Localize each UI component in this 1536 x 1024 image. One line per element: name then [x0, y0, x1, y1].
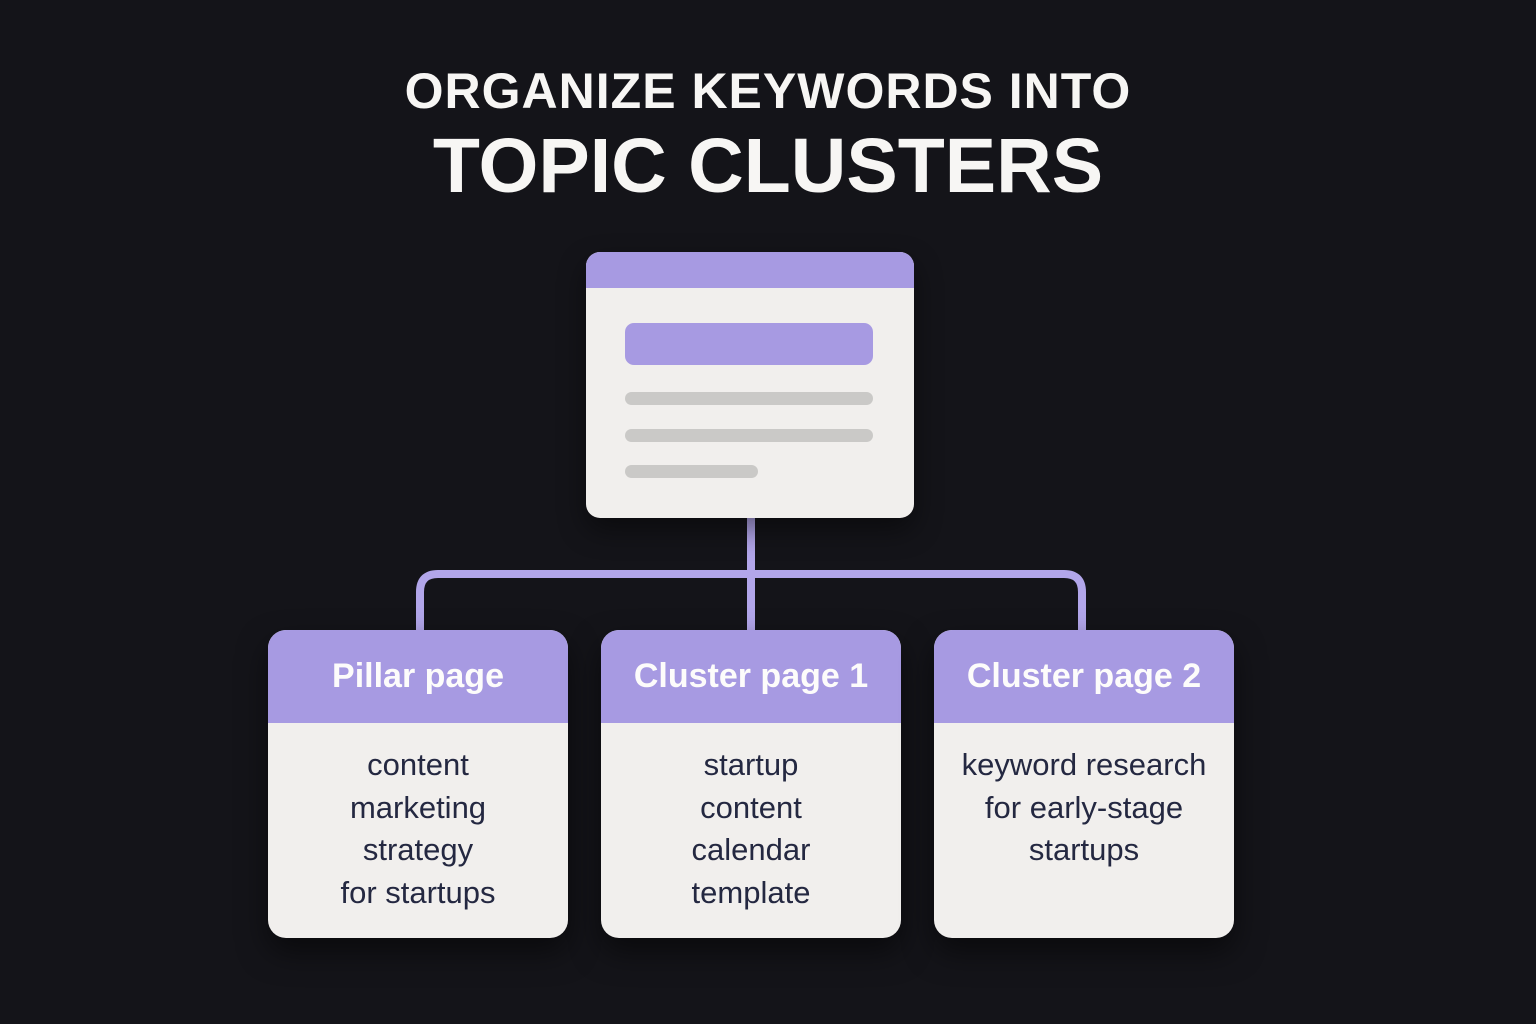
cluster-page-1-card-title: Cluster page 1 — [633, 657, 869, 695]
keyword-line: for startups — [340, 875, 496, 911]
keyword-line: startup — [703, 747, 799, 782]
keyword-line: for early-stage — [984, 789, 1184, 825]
keyword-line: content — [700, 789, 802, 825]
cluster-page-1-card: Cluster page 1 startup content calendar … — [601, 630, 901, 938]
mock-text-line-placeholder-2 — [625, 429, 873, 442]
cluster-page-2-card: Cluster page 2 keyword research for earl… — [934, 630, 1234, 938]
mock-title-placeholder-bar — [625, 323, 873, 365]
cluster-page-2-card-body: keyword research for early-stage startup… — [934, 723, 1234, 872]
keyword-line: keyword research — [961, 747, 1207, 782]
mock-text-line-placeholder-1 — [625, 392, 873, 405]
page-title: ORGANIZE KEYWORDS INTO TOPIC CLUSTERS — [0, 62, 1536, 206]
pillar-page-card-header: Pillar page — [268, 630, 568, 723]
connector-branch-line — [416, 570, 1086, 632]
mock-browser-header-bar — [586, 252, 914, 288]
cluster-page-2-card-header: Cluster page 2 — [934, 630, 1234, 723]
pillar-page-card-body: content marketing strategy for startups — [268, 723, 568, 915]
keyword-line: content — [367, 747, 469, 782]
page-title-line-1: ORGANIZE KEYWORDS INTO — [404, 63, 1132, 119]
keyword-line: template — [691, 875, 811, 911]
pillar-page-card-title: Pillar page — [332, 657, 504, 695]
keyword-line: marketing — [349, 789, 487, 825]
mock-text-line-placeholder-3 — [625, 465, 758, 478]
cluster-page-1-card-body: startup content calendar template — [601, 723, 901, 915]
pillar-page-card: Pillar page content marketing strategy f… — [268, 630, 568, 938]
cluster-page-1-card-header: Cluster page 1 — [601, 630, 901, 723]
keyword-line: strategy — [362, 832, 474, 868]
cluster-page-2-card-title: Cluster page 2 — [966, 657, 1202, 695]
pillar-page-mock — [586, 252, 914, 518]
keyword-line: calendar — [691, 832, 811, 868]
keyword-line: startups — [1028, 832, 1140, 868]
page-title-line-2: TOPIC CLUSTERS — [432, 123, 1104, 209]
